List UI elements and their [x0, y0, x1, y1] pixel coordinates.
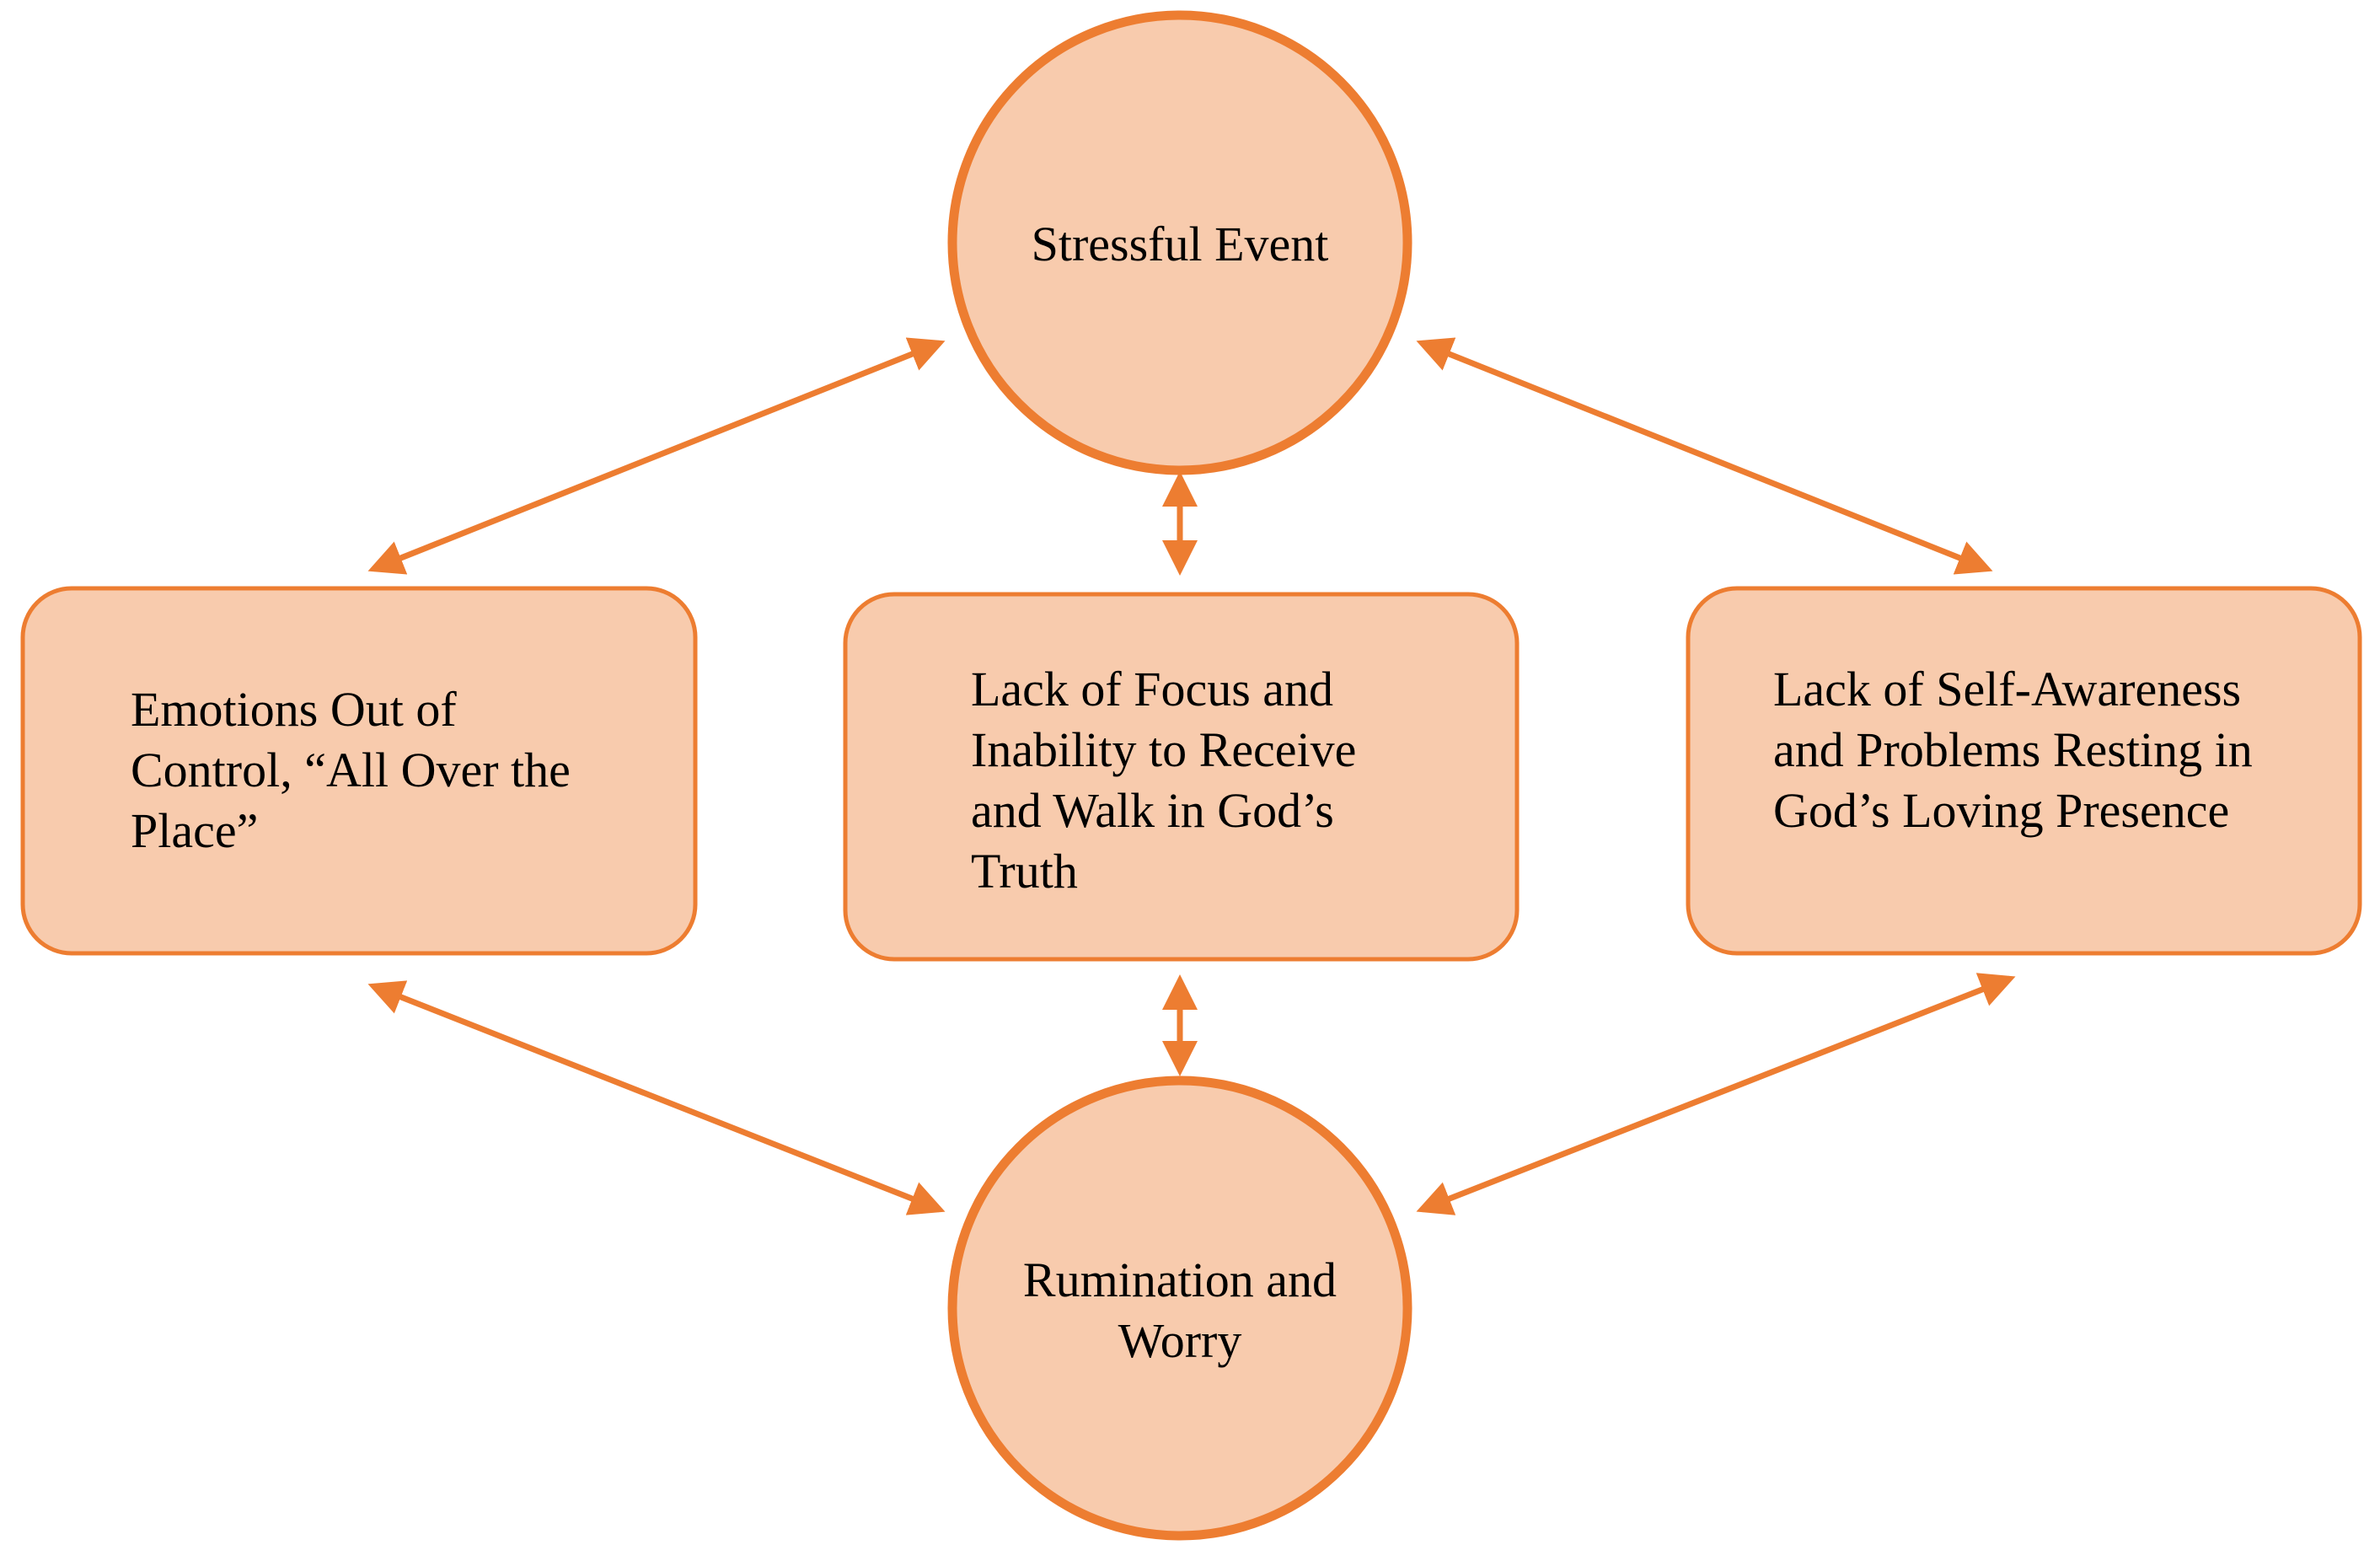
arrow-self-awareness-rumination	[1416, 973, 2016, 1215]
rumination-label: Rumination and Worry	[1022, 1253, 1337, 1368]
stressful-event-circle	[947, 10, 1412, 475]
lack-of-focus-box	[843, 592, 1520, 962]
arrow-stressful-event-emotions	[367, 337, 946, 575]
stressful-event-label: Stressful Event	[1031, 217, 1329, 271]
rumination-circle	[947, 1076, 1412, 1541]
self-awareness-box	[1686, 586, 2362, 956]
emotions-label: Emotions Out of Control, “All Over the P…	[131, 682, 571, 858]
arrow-emotions-rumination	[367, 980, 946, 1215]
self-awareness-label: Lack of Self-Awareness and Problems Rest…	[1773, 662, 2253, 838]
arrow-stressful-event-self-awareness	[1416, 337, 1993, 575]
lack-of-focus-label: Lack of Focus and Inability to Receive a…	[971, 662, 1357, 899]
emotions-box	[20, 586, 698, 956]
